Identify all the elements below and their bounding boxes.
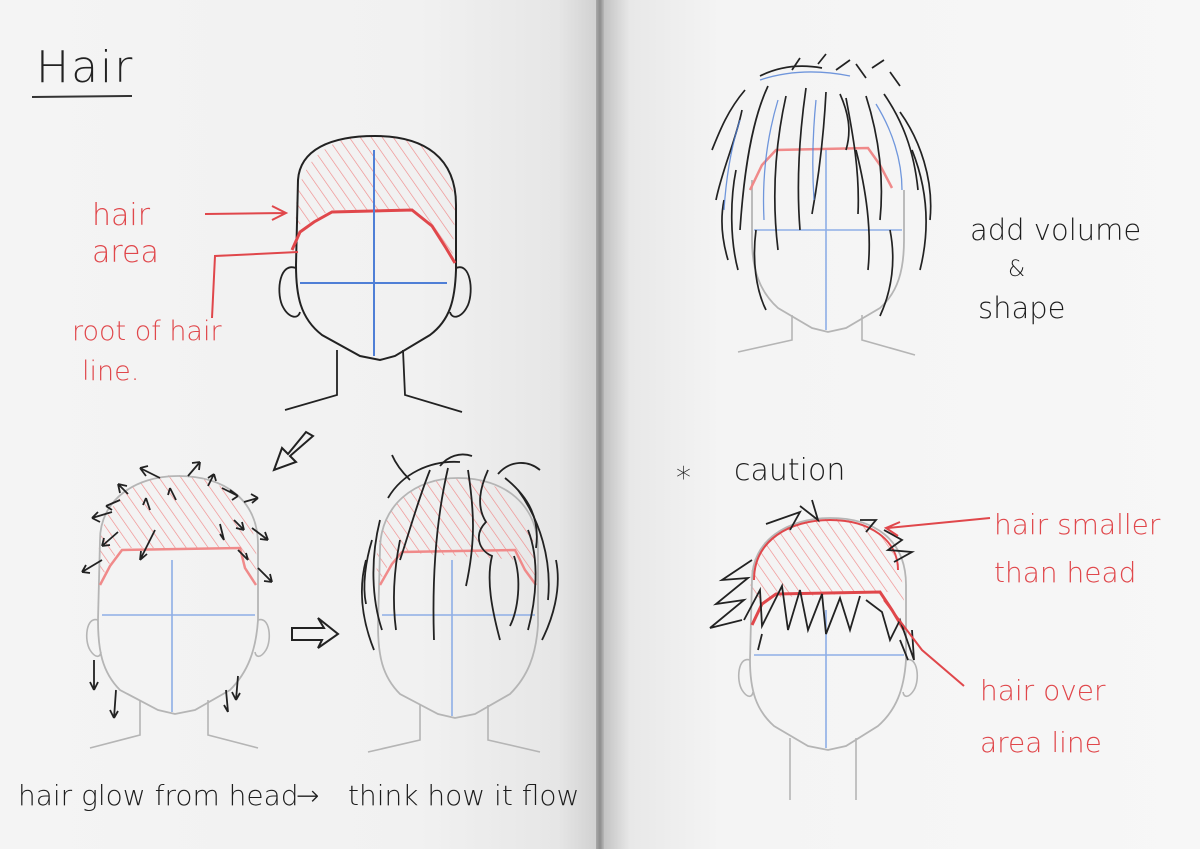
hair-strands-3 [361,453,559,651]
right-ear [449,266,472,318]
caption-right: think how it flow [348,779,579,812]
caution-mark: * [676,461,691,496]
caption-left: hair glow from head [18,779,299,812]
caution-label: * caution [676,453,845,496]
smaller-text-2: than head [994,556,1136,589]
hairline-red [290,208,457,264]
hairline-3 [378,548,538,586]
hair-area-text-2: area [92,235,159,270]
diagonal-arrow-icon [272,430,315,472]
neck-5 [789,738,857,800]
over-text-1: hair over [980,674,1106,707]
neck-3 [367,705,541,753]
hair-area-arrow [204,205,289,221]
hair-strands-4-blue [723,71,903,221]
hair-area-hatch-2 [98,475,257,580]
left-ear [278,266,301,318]
add-volume-text-2: & [1008,257,1025,282]
hair-area-text-1: hair [92,198,151,233]
right-arrow-icon [291,617,340,649]
spiky-hair-5 [709,499,916,661]
smaller-pointer [883,517,991,537]
ears-5 [737,658,919,698]
neck-left [284,350,338,411]
head-volume [711,53,932,356]
right-page [600,0,1200,849]
neck-2 [89,700,259,749]
smaller-text-1: hair smaller [994,508,1161,541]
head-flow [361,453,559,753]
add-volume-label: add volume & shape [970,213,1141,325]
hair-area-hatch [295,135,456,262]
root-label: root of hair line. [72,251,299,387]
add-volume-text-3: shape [978,291,1066,325]
hair-area-hatch-3 [376,478,537,585]
hair-strands-4 [711,53,932,317]
neck-right [402,349,463,413]
hair-area-hatch-5 [750,518,905,610]
caption-arrow: → [296,779,319,812]
head-outline-2 [97,475,259,715]
over-label: hair over area line [980,674,1106,759]
root-text-1: root of hair [72,316,222,347]
smaller-label: hair smaller than head [994,508,1161,589]
head-caution [709,499,991,800]
hair-outline-small [753,518,899,581]
title-underline [31,95,133,98]
hair-area-label: hair area [92,198,289,270]
hairline-2 [98,546,258,586]
caution-text: caution [734,453,845,488]
neck-4 [737,315,916,356]
head-outline [294,134,457,362]
ear-right-2 [254,618,271,658]
over-text-2: area line [980,726,1102,759]
growth-arrows [81,461,273,719]
root-pointer [211,251,299,319]
book-spine [596,0,604,849]
title-group: Hair [31,42,134,98]
left-page [0,0,600,849]
head-outline-3 [377,477,539,719]
head-hair-area [278,134,472,413]
add-volume-text-1: add volume [970,213,1141,247]
page-title: Hair [36,42,134,93]
root-text-2: line. [82,356,139,387]
over-pointer [883,599,965,687]
ear-left-2 [85,618,102,658]
head-arrows [81,461,273,749]
